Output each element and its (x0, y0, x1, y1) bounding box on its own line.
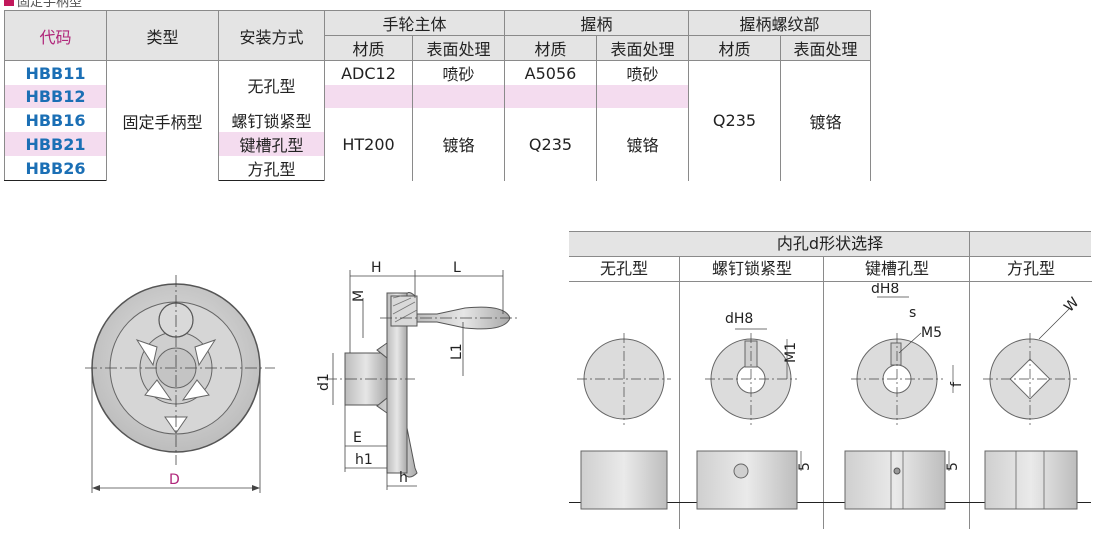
dim-M1-label: M1 (783, 342, 799, 363)
table-row: HBB11 固定手柄型 无孔型 ADC12 喷砂 A5056 喷砂 Q235 镀… (4, 60, 871, 181)
dim-s-label: s (909, 305, 916, 321)
screw-hole-side (733, 463, 749, 479)
bore-shape-title-bar: 内孔d形状选择 (569, 231, 1091, 257)
wheel-material-cell: HT200 (324, 108, 413, 181)
set-screw-side (893, 467, 901, 475)
dim-f-label: f (949, 381, 965, 387)
column-square: 方孔型 (969, 257, 1092, 529)
header-type: 类型 (106, 10, 219, 61)
dim-d1-label: d1 (316, 373, 332, 391)
spoke-window (144, 379, 173, 401)
bore-shape-drawings: dH8 M1 5 dH8 s M5 f 5 W (577, 283, 1082, 510)
header-grip-surface: 表面处理 (596, 35, 689, 61)
header-wheel-material: 材质 (324, 35, 413, 61)
wheel-surface-cell: 镀铬 (412, 108, 505, 181)
type-cell: 固定手柄型 (106, 60, 219, 181)
grip-material-cell: A5056 (504, 60, 597, 85)
dimension-line-W (1038, 308, 1070, 340)
column-header: 键槽孔型 (824, 257, 970, 282)
leader-line (898, 332, 922, 354)
dim-L1-label: L1 (449, 343, 465, 360)
mount-cell-keyway: 键槽孔型 (218, 132, 325, 156)
code-cell: HBB16 (4, 108, 107, 132)
table-bottom-rule (569, 502, 1091, 503)
dim-dH8-label: dH8 (725, 311, 753, 327)
header-code: 代码 (4, 10, 107, 61)
bore-shape-columns: 无孔型 螺钉锁紧型 键槽孔型 方孔型 (569, 257, 1092, 529)
section-title: 固定手柄型 (4, 0, 82, 10)
table-row: HBB21 键槽孔型 (4, 132, 871, 156)
column-screw-lock: 螺钉锁紧型 (679, 257, 824, 529)
section-title-text: 固定手柄型 (17, 0, 83, 10)
dim-L-label: L (453, 260, 461, 276)
dim-E-label: E (353, 430, 362, 446)
column-no-hole: 无孔型 (569, 257, 679, 529)
title-marker (4, 0, 14, 6)
grip-material-cell: Q235 (504, 108, 597, 181)
mount-cell-square: 方孔型 (218, 156, 325, 181)
table-row: HBB16 螺钉锁紧型 HT200 镀铬 Q235 镀铬 (4, 108, 871, 181)
hub-side-no-hole (580, 450, 668, 510)
hub-side-keyway (844, 450, 946, 510)
header-grip: 握柄 (504, 10, 689, 36)
bore-shape-table: 内孔d形状选择 无孔型 螺钉锁紧型 键槽孔型 方孔型 (569, 231, 1092, 529)
grip-surface-cell (596, 85, 689, 108)
spoke-window (135, 339, 158, 367)
wheel-rim-band (386, 292, 408, 474)
wheel-material-cell: ADC12 (324, 60, 413, 85)
keyway-slot (890, 342, 902, 366)
header-mount: 安装方式 (218, 10, 325, 61)
header-wheel-surface: 表面处理 (412, 35, 505, 61)
header-thread-material: 材质 (688, 35, 781, 61)
hatching (392, 295, 418, 323)
thread-material-cell: Q235 (688, 60, 781, 181)
boss-section (390, 295, 418, 327)
bore-shape-title: 内孔d形状选择 (776, 234, 884, 253)
dim-h-label: h (399, 470, 408, 486)
wheel-surface-cell: 喷砂 (412, 60, 505, 85)
table-row: HBB26 方孔型 (4, 156, 871, 181)
grip-surface-cell: 镀铬 (596, 108, 689, 181)
table-row: HBB12 (4, 85, 871, 108)
dim-M-label: M (351, 290, 367, 302)
code-cell: HBB26 (4, 156, 107, 181)
spoke-window (194, 339, 217, 367)
column-header: 螺钉锁紧型 (680, 257, 824, 282)
header-grip-thread: 握柄螺纹部 (688, 10, 871, 36)
dim-5-label: 5 (945, 462, 961, 471)
wheel-surface-cell (412, 85, 505, 108)
mount-cell-screw-lock: 螺钉锁紧型 (218, 108, 325, 132)
thread-surface-cell: 镀铬 (780, 60, 871, 181)
code-cell: HBB21 (4, 132, 107, 156)
dim-dH8-label: dH8 (871, 283, 899, 297)
column-header: 无孔型 (569, 257, 679, 282)
mount-cell-no-hole: 无孔型 (218, 60, 325, 108)
code-cell: HBB11 (4, 60, 107, 85)
dim-5-label: 5 (797, 462, 813, 471)
grip-surface-cell: 喷砂 (596, 60, 689, 85)
spec-table: 代码 类型 安装方式 手轮主体 握柄 握柄螺纹部 材质 表面处理 材质 表面处理… (4, 10, 871, 181)
column-keyway: 键槽孔型 (823, 257, 970, 529)
header-grip-material: 材质 (504, 35, 597, 61)
grip-material-cell (504, 85, 597, 108)
side-view-drawing: H L M L1 d1 E h1 h (316, 260, 520, 490)
header-wheel-body: 手轮主体 (324, 10, 505, 36)
dim-M5-label: M5 (921, 325, 942, 341)
wheel-material-cell (324, 85, 413, 108)
dim-h1-label: h1 (355, 452, 373, 468)
dim-D-label: D (169, 472, 180, 488)
title-divider (969, 231, 970, 256)
column-header: 方孔型 (970, 257, 1092, 282)
hub-side-square (984, 450, 1078, 510)
spoke-window (181, 379, 210, 401)
code-cell: HBB12 (4, 85, 107, 108)
front-view-drawing: D (85, 275, 275, 493)
header-thread-surface: 表面处理 (780, 35, 871, 61)
dim-H-label: H (371, 260, 382, 276)
dim-W-label: W (1061, 294, 1082, 315)
hub-side-screw-lock (696, 450, 798, 510)
